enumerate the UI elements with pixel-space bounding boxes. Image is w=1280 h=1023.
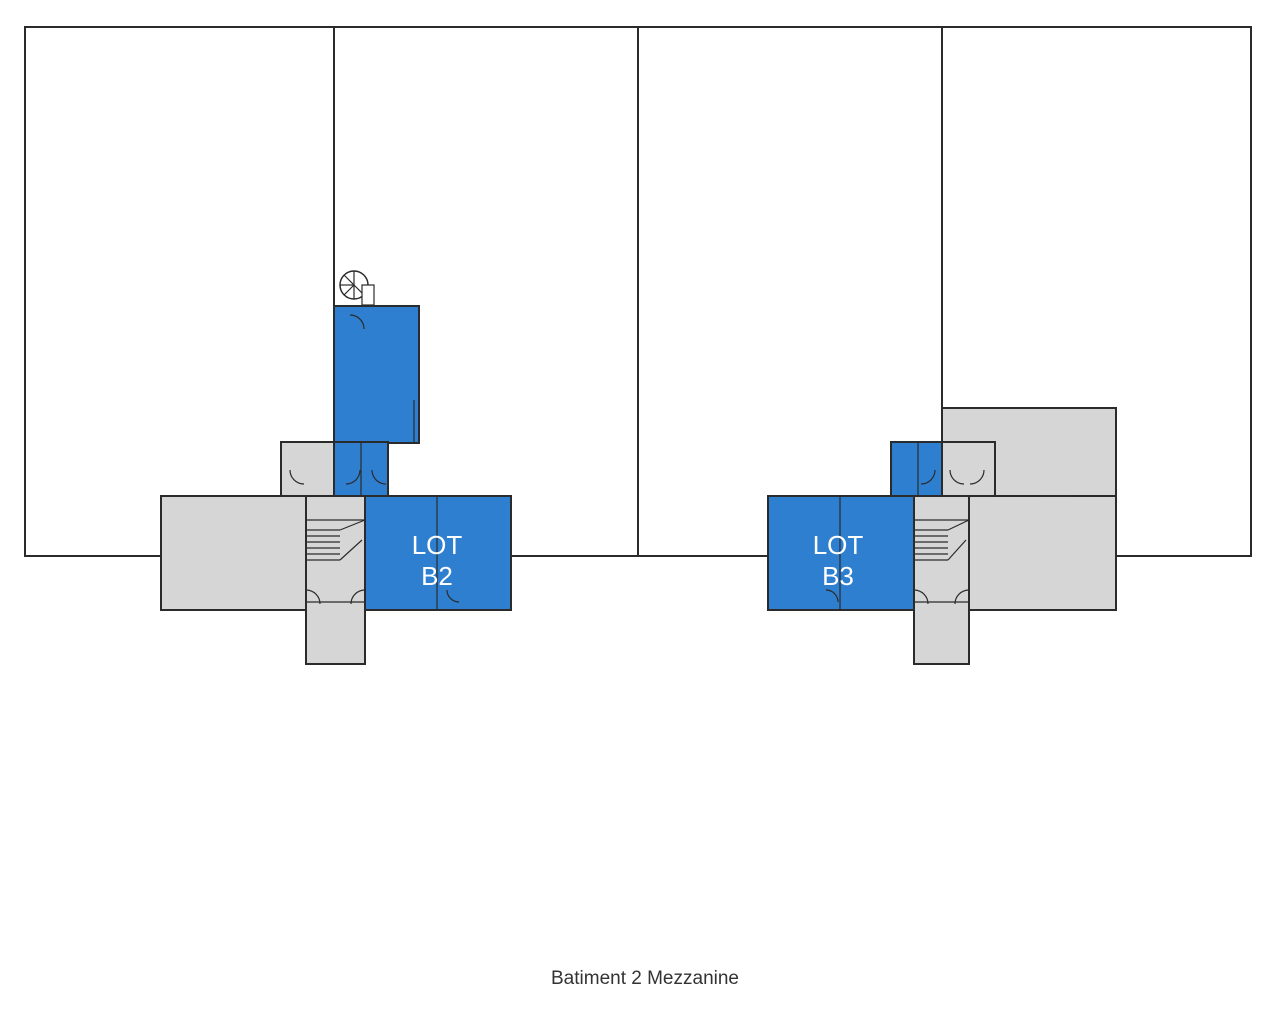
- floor-plan: LOT B2 LOT B3: [24, 26, 1252, 665]
- stairs-left: [306, 519, 366, 561]
- stairs-right: [914, 519, 970, 561]
- core-right: [767, 407, 1117, 665]
- spiral-stair-icon: [339, 270, 375, 306]
- plan-caption: Batiment 2 Mezzanine: [551, 968, 739, 989]
- lot-b2-main[interactable]: [364, 495, 512, 611]
- lot-b2-label-line1: LOT: [412, 530, 463, 560]
- lot-b3-main[interactable]: [767, 495, 915, 611]
- lot-b2-upper-office[interactable]: [333, 305, 420, 444]
- lot-b3-corridor[interactable]: [890, 441, 943, 497]
- lot-b3-label-line2: B3: [822, 561, 854, 591]
- vestibule-right[interactable]: [941, 441, 996, 497]
- stair-core-left[interactable]: [305, 495, 366, 665]
- stair-core-right[interactable]: [913, 495, 970, 665]
- common-area-west[interactable]: [160, 495, 307, 611]
- common-area-east[interactable]: [968, 495, 1117, 611]
- vestibule-left[interactable]: [280, 441, 335, 497]
- lot-b2-label-line2: B2: [421, 561, 453, 591]
- lot-b3-label-line1: LOT: [813, 530, 864, 560]
- core-left: [160, 270, 512, 665]
